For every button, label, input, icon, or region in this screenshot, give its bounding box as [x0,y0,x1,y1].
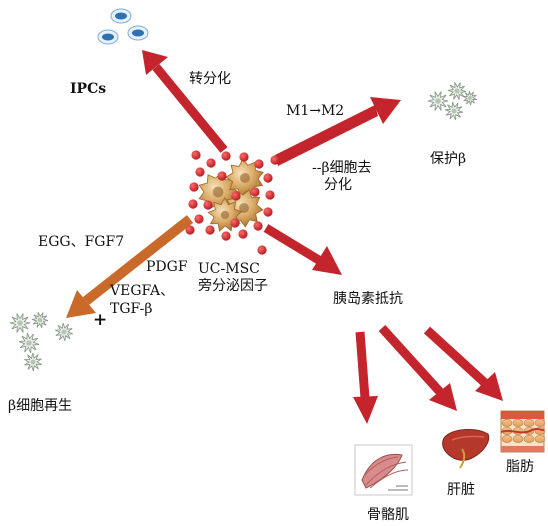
factor-vegfa: VEGFA、 [110,283,175,299]
transdifferentiation-label: 转分化 [189,71,231,87]
paracrine-dot [189,182,199,192]
arrows [66,50,503,424]
islet-core [37,317,43,323]
insulin-resistance-label: 胰岛素抵抗 [333,291,403,307]
paracrine-factors-label: 旁分泌因子 [198,278,268,294]
paracrine-dot [217,171,227,181]
beta-protection-label: 保护β [430,151,467,167]
paracrine-dot [253,221,263,231]
islet-core [30,359,36,365]
paracrine-dot [263,173,273,183]
ipc-cell-icon [97,8,149,45]
dediff-line1: --β细胞去 [312,160,372,177]
arrow-to-skeletal-muscle [353,331,378,424]
msc-cluster-icon [185,150,280,255]
paracrine-dot [254,159,264,169]
msc-nucleus [239,203,249,213]
islet-core [61,329,67,335]
adipose-label: 脂肪 [506,459,534,475]
islet-cluster-icon [427,82,477,121]
paracrine-dot [185,225,195,235]
fat-cell [523,419,535,427]
ipcs-label: IPCs [70,81,107,97]
islet-cluster-icon [9,311,73,372]
msc-nucleus [240,173,250,183]
fat-cell [501,435,513,443]
m1-m2-label: M1→M2 [286,103,345,119]
fat-cell [512,435,524,443]
factor-pdgf: PDGF [146,259,188,275]
muscle-icon [354,444,413,496]
paracrine-dot [203,200,213,210]
paracrine-dot [221,151,231,161]
paracrine-dot [257,245,267,255]
paracrine-dot [195,167,205,177]
adipose-tissue-icon [500,410,546,453]
arrow-to-beta-regeneration [66,215,194,318]
liver-label: 肝脏 [447,482,475,498]
dediff-label-line2: 分化 [324,177,352,193]
beta-regeneration-label: β细胞再生 [8,398,73,414]
fat-cell [534,435,546,443]
fat-cell [501,419,513,427]
inhibit-sign: -- [312,160,322,176]
fat-cell [512,419,524,427]
msc-nucleus [220,210,230,220]
paracrine-dot [239,152,249,162]
arrow-to-beta-protection [275,97,401,166]
arrow-to-insulin-resistance [263,224,342,275]
msc-nucleus [212,186,224,198]
paracrine-dot [263,207,273,217]
paracrine-dot [221,231,231,241]
paracrine-dot [205,225,215,235]
dediff-label-line1: β细胞去 [321,160,372,176]
factor-tgf-beta: TGF-β [110,301,153,317]
paracrine-dot [238,229,248,239]
promote-sign: + [93,310,108,330]
arrow-to-ipcs [142,50,228,153]
paracrine-dot [188,199,198,209]
arrow-to-adipose [423,326,503,401]
islet-core [435,98,441,104]
liver-icon [442,429,490,469]
arrow-to-liver [378,324,457,411]
islet-core [26,340,32,346]
islet-core [451,108,457,114]
uc-msc-label: UC-MSC [198,261,260,277]
paracrine-dot [231,191,241,201]
paracrine-dot [191,150,201,160]
islet-core [454,88,460,94]
islet-core [17,320,23,326]
paracrine-dot [230,218,240,228]
islet-core [468,96,472,100]
fat-cell [523,435,535,443]
skeletal-muscle-label: 骨骼肌 [367,507,409,523]
fat-cell [534,419,546,427]
paracrine-dot [194,214,204,224]
factor-egg-fgf7: EGG、FGF7 [38,234,125,250]
paracrine-dot [270,155,280,165]
paracrine-dot [206,158,216,168]
paracrine-dot [265,190,275,200]
paracrine-dot [250,187,260,197]
